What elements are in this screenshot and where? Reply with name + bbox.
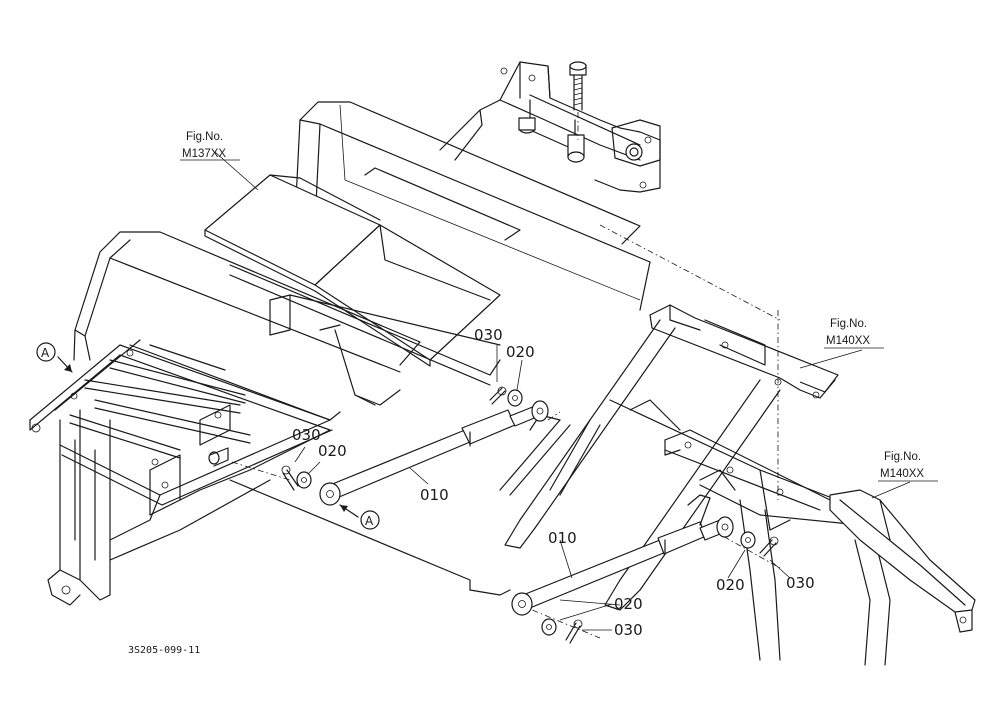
part-label-030-right: 030 — [786, 574, 815, 592]
view-marker-a-left-text: A — [41, 346, 50, 360]
gas-strut-lower — [511, 494, 734, 616]
view-marker-a-bottom: A — [360, 510, 380, 530]
fig-ref-m140-b: Fig.No. M140XX — [878, 451, 938, 482]
cover-plate — [204, 167, 521, 367]
washers — [296, 389, 756, 636]
fig-ref-m140-a: Fig.No. M140XX — [824, 318, 884, 349]
label-leaders — [57, 151, 911, 631]
fig-ref-2-code: M140XX — [826, 335, 870, 347]
part-label-030-top: 030 — [474, 326, 503, 344]
fig-ref-1-code: M137XX — [182, 148, 226, 160]
view-marker-a-bottom-text: A — [365, 514, 374, 528]
part-label-010-upper: 010 — [420, 486, 449, 504]
part-label-010-lower: 010 — [548, 529, 577, 547]
part-label-030-left: 030 — [292, 426, 321, 444]
part-label-020-top: 020 — [506, 343, 535, 361]
fig-ref-2-label: Fig.No. — [830, 318, 867, 330]
part-label-030-bottom: 030 — [614, 621, 643, 639]
drawing-code: 3S205-099-11 — [128, 645, 200, 656]
leader-lines — [231, 224, 781, 639]
fig-ref-m137: Fig.No. M137XX — [180, 131, 240, 161]
part-numbers: 030 020 030 020 010 010 020 030 020 030 — [292, 326, 815, 639]
view-marker-a-left: A — [36, 342, 56, 362]
part-label-020-left: 020 — [318, 442, 347, 460]
part-label-020-bottom: 020 — [614, 595, 643, 613]
cotter-pins — [281, 386, 779, 644]
top-bracket — [439, 61, 661, 193]
gas-strut-upper — [319, 400, 549, 506]
fig-ref-3-code: M140XX — [880, 468, 924, 480]
main-frame — [29, 231, 511, 606]
fig-ref-1-label: Fig.No. — [186, 131, 223, 143]
fig-ref-3-label: Fig.No. — [884, 451, 921, 463]
part-label-020-right: 020 — [716, 576, 745, 594]
